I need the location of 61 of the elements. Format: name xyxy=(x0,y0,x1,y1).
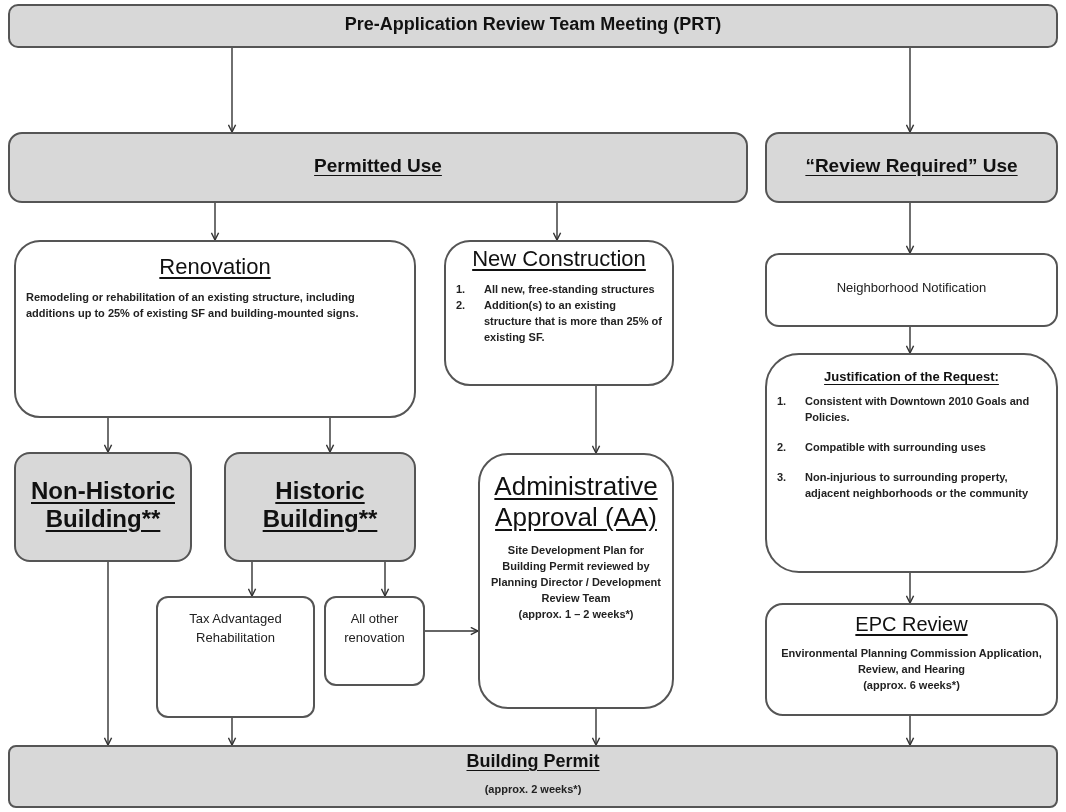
arrow xyxy=(905,572,915,604)
step-description: Neighborhood Notification xyxy=(836,278,987,297)
shaded-step-box xyxy=(765,132,1058,203)
step-box xyxy=(765,253,1058,327)
step-box xyxy=(156,596,315,718)
arrow xyxy=(103,417,113,453)
step-title: Administrative Approval (AA) xyxy=(493,471,659,533)
list-item: Compatible with surrounding uses xyxy=(805,439,987,455)
step-title: Non-Historic Building** xyxy=(30,477,176,533)
step-description: Environmental Planning Commission Application, Review, and Hearing xyxy=(780,646,1043,677)
step-box xyxy=(444,240,674,386)
step-title: Pre-Application Review Team Meeting (PRT) xyxy=(344,13,722,35)
arrow xyxy=(103,561,113,746)
shaded-step-box xyxy=(224,452,416,562)
step-title: “Review Required” Use xyxy=(805,154,1018,177)
list-number: 1. xyxy=(456,282,467,297)
step-title: New Construction xyxy=(472,246,646,272)
arrow xyxy=(424,626,479,636)
step-title: Justification of the Request: xyxy=(824,369,999,384)
shaded-step-box xyxy=(8,745,1058,808)
step-description: (approx. 1 – 2 weeks*) xyxy=(518,606,634,622)
arrow xyxy=(227,47,237,133)
shaded-step-box xyxy=(8,132,748,203)
step-description: (approx. 2 weeks*) xyxy=(484,782,582,798)
step-description: (approx. 6 weeks*) xyxy=(863,677,960,693)
shaded-step-box xyxy=(14,452,192,562)
arrow xyxy=(247,561,257,597)
list-item: Consistent with Downtown 2010 Goals and Policies. xyxy=(805,394,1031,425)
arrow xyxy=(552,202,562,241)
step-title: EPC Review xyxy=(855,613,968,636)
step-box xyxy=(478,453,674,709)
step-box xyxy=(765,603,1058,716)
arrow xyxy=(905,47,915,133)
step-title: Renovation xyxy=(159,254,271,280)
step-box xyxy=(14,240,416,418)
step-title: Building Permit xyxy=(466,751,600,773)
step-box xyxy=(324,596,425,686)
shaded-step-box xyxy=(8,4,1058,48)
arrow xyxy=(591,385,601,454)
step-description: Remodeling or rehabilitation of an existing structure, including additions up to 25% of existing SF and building-mounted signs. xyxy=(26,290,360,321)
list-item: All new, free-standing structures xyxy=(484,282,656,297)
arrow xyxy=(325,417,335,453)
arrow xyxy=(591,708,601,746)
step-title: Permitted Use xyxy=(314,154,442,177)
arrow xyxy=(905,715,915,746)
list-number: 3. xyxy=(777,469,788,485)
step-title: Historic Building** xyxy=(261,477,379,533)
arrow xyxy=(227,717,237,746)
list-item: Non-injurious to surrounding property, adjacent neighborhoods or the community xyxy=(805,469,1030,501)
step-description: All other renovation xyxy=(343,610,406,647)
list-number: 2. xyxy=(456,297,467,313)
step-description: Site Development Plan for Building Permit reviewed by Planning Director / Development Review Team xyxy=(490,543,662,606)
list-number: 2. xyxy=(777,439,788,455)
step-box xyxy=(765,353,1058,573)
arrow xyxy=(380,561,390,597)
arrow xyxy=(905,326,915,354)
step-description: Tax Advantaged Rehabilitation xyxy=(188,610,283,647)
list-number: 1. xyxy=(777,394,788,409)
arrow xyxy=(905,202,915,254)
arrow xyxy=(210,202,220,241)
list-item: Addition(s) to an existing structure that is more than 25% of existing SF. xyxy=(484,297,662,345)
